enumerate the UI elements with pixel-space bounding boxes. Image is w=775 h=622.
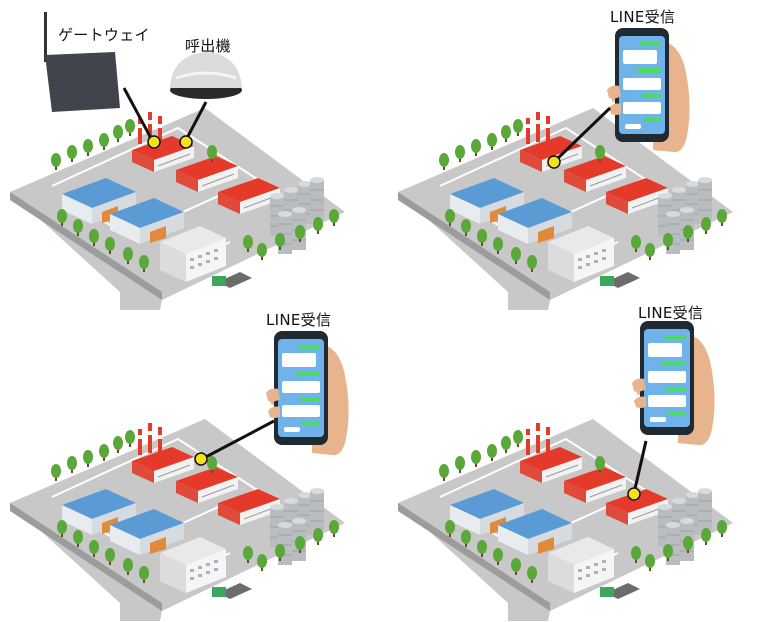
gateway-marker — [147, 135, 161, 149]
smartphone-icon — [607, 28, 690, 153]
panel-line-notify-1: LINE受信 — [388, 0, 775, 311]
line-received-label: LINE受信 — [638, 304, 704, 322]
panel-gateway-setup: ゲートウェイ 呼出機 — [0, 0, 387, 311]
factory-scene — [0, 12, 387, 311]
notify-marker — [627, 487, 641, 501]
factory-scene — [0, 331, 349, 622]
caller-marker — [179, 135, 193, 149]
factory-scene — [388, 28, 775, 311]
line-received-label: LINE受信 — [266, 311, 332, 329]
gateway-device-icon — [44, 12, 120, 112]
line-received-label: LINE受信 — [610, 8, 676, 26]
caller-label: 呼出機 — [185, 37, 231, 55]
panel-line-notify-2: LINE受信 — [0, 311, 387, 622]
smartphone-icon — [632, 321, 715, 446]
gateway-label: ゲートウェイ — [58, 26, 150, 44]
notify-marker — [547, 155, 561, 169]
factory-scene — [388, 321, 775, 622]
panel-line-notify-3: LINE受信 — [388, 304, 775, 622]
smartphone-icon — [266, 331, 349, 456]
caller-device-icon — [170, 52, 242, 99]
notify-marker — [194, 452, 208, 466]
